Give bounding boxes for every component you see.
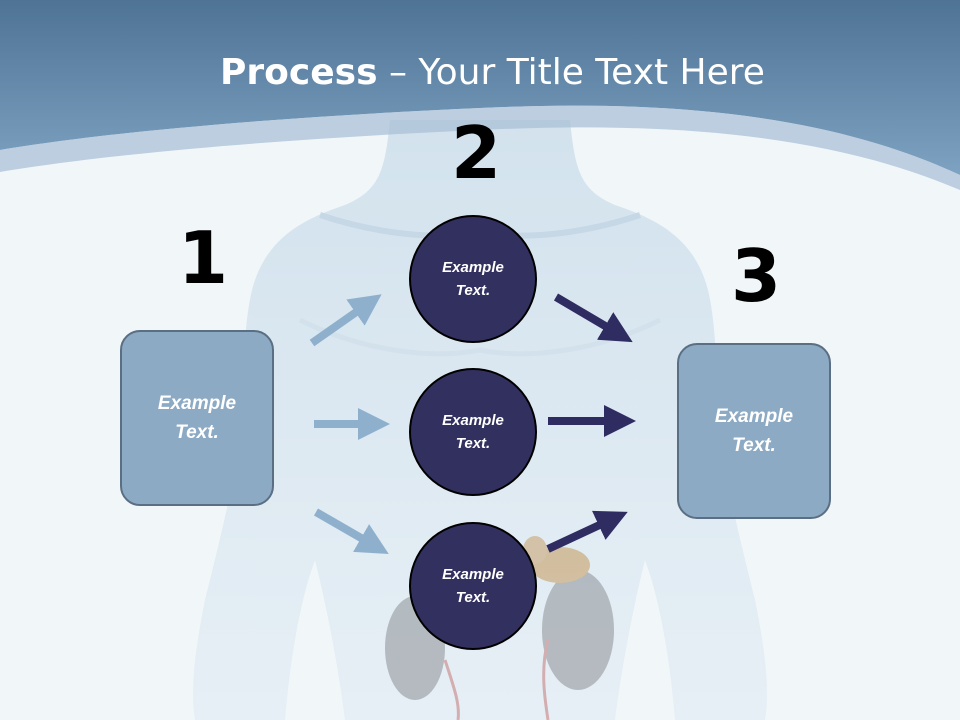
circle-top: Example Text. bbox=[409, 215, 537, 343]
header-band bbox=[0, 0, 960, 175]
arrow-left-to-top bbox=[309, 294, 382, 347]
circle-top-text: Example Text. bbox=[442, 259, 504, 299]
arrow-left-to-bottom bbox=[314, 508, 389, 554]
title-rest: – Your Title Text Here bbox=[377, 52, 765, 93]
left-step-box: Example Text. bbox=[120, 330, 274, 506]
kidneys-illustration bbox=[385, 536, 614, 720]
circle-bottom-text: Example Text. bbox=[442, 566, 504, 606]
title-bold: Process bbox=[220, 52, 378, 93]
left-step-text: Example Text. bbox=[157, 393, 237, 443]
header-swoosh bbox=[0, 105, 960, 190]
circle-bottom: Example Text. bbox=[409, 522, 537, 650]
slide-title: Process – Your Title Text Here bbox=[0, 52, 960, 93]
step-number-3: 3 bbox=[731, 234, 782, 318]
right-step-text: Example Text. bbox=[714, 406, 794, 456]
arrow-bottom-to-right bbox=[546, 510, 628, 553]
step-number-1: 1 bbox=[178, 216, 229, 300]
right-step-box: Example Text. bbox=[677, 343, 831, 519]
circle-middle: Example Text. bbox=[409, 368, 537, 496]
circle-middle-text: Example Text. bbox=[442, 412, 504, 452]
step-number-2: 2 bbox=[451, 111, 502, 195]
arrow-top-to-right bbox=[553, 293, 633, 343]
